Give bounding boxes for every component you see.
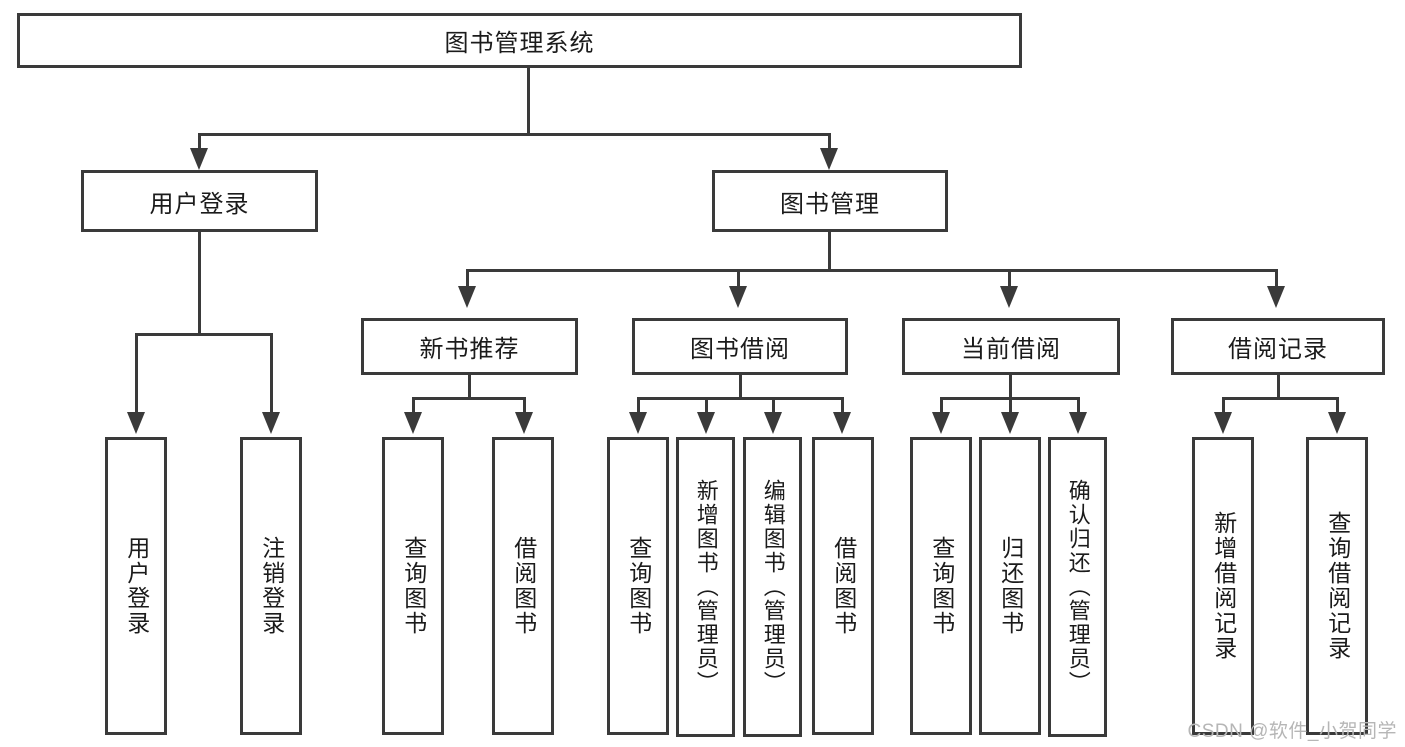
connector-to-book-manage: [828, 133, 831, 157]
leaf-current-query[interactable]: 查询图书: [910, 437, 972, 735]
connector-borrow-record-stem: [1277, 375, 1280, 400]
node-label: 图书借阅: [690, 336, 790, 363]
arrowhead-borrow-record-leaf2: [1328, 412, 1346, 434]
connector-borrow-record-bar: [1222, 397, 1339, 400]
arrowhead-to-borrow-record: [1267, 286, 1285, 308]
arrowhead-new-book-leaf1: [404, 412, 422, 434]
arrowhead-new-book-leaf2: [515, 412, 533, 434]
connector-current-borrow-leaf1: [940, 397, 943, 417]
node-current-borrow[interactable]: 当前借阅: [902, 318, 1120, 375]
arrowhead-book-borrow-leaf1: [629, 412, 647, 434]
node-label: 借阅记录: [1228, 336, 1328, 363]
connector-user-login-leaf2: [270, 333, 273, 417]
arrowhead-current-borrow-leaf2: [1001, 412, 1019, 434]
node-label: 用户登录: [123, 536, 150, 636]
node-label: 查询图书: [928, 536, 955, 636]
arrowhead-book-borrow-leaf3: [764, 412, 782, 434]
node-label: 借阅图书: [830, 536, 857, 636]
node-label: 当前借阅: [961, 336, 1061, 363]
leaf-book-add-admin[interactable]: 新增图书（管理员）: [676, 437, 735, 737]
node-new-book-recommend[interactable]: 新书推荐: [361, 318, 578, 375]
connector-root-stem: [527, 68, 530, 135]
node-label: 查询图书: [625, 536, 652, 636]
connector-to-borrow-record: [1275, 269, 1278, 293]
leaf-book-borrow-action[interactable]: 借阅图书: [812, 437, 874, 735]
node-label: 查询图书: [400, 536, 427, 636]
node-book-manage[interactable]: 图书管理: [712, 170, 948, 232]
arrowhead-book-borrow-leaf2: [697, 412, 715, 434]
connector-user-login-bar: [135, 333, 273, 336]
connector-new-book-leaf1: [412, 397, 415, 417]
leaf-new-book-query[interactable]: 查询图书: [382, 437, 444, 735]
node-label: 注销登录: [258, 536, 285, 636]
node-label: 编辑图书（管理员）: [760, 479, 786, 695]
connector-user-login-stem: [198, 232, 201, 336]
arrowhead-to-book-borrow: [729, 286, 747, 308]
node-label: 查询借阅记录: [1324, 511, 1351, 661]
connector-book-borrow-bar: [637, 397, 844, 400]
leaf-user-login[interactable]: 用户登录: [105, 437, 167, 735]
arrowhead-current-borrow-leaf3: [1069, 412, 1087, 434]
leaf-current-return[interactable]: 归还图书: [979, 437, 1041, 735]
node-label: 用户登录: [149, 190, 250, 218]
node-label: 新增借阅记录: [1210, 511, 1237, 661]
connector-book-borrow-leaf2: [705, 397, 708, 417]
arrowhead-to-user-login: [190, 148, 208, 170]
arrowhead-user-login-leaf2: [262, 412, 280, 434]
connector-borrow-record-leaf2: [1336, 397, 1339, 417]
connector-new-book-stem: [468, 375, 471, 400]
node-borrow-record[interactable]: 借阅记录: [1171, 318, 1385, 375]
leaf-confirm-return-admin[interactable]: 确认归还（管理员）: [1048, 437, 1107, 737]
connector-book-borrow-leaf3: [772, 397, 775, 417]
node-label: 图书管理: [780, 190, 880, 218]
connector-current-borrow-leaf2: [1009, 397, 1012, 417]
connector-user-login-leaf1: [135, 333, 138, 417]
leaf-book-edit-admin[interactable]: 编辑图书（管理员）: [743, 437, 802, 737]
arrowhead-book-borrow-leaf4: [833, 412, 851, 434]
connector-level2-bar: [198, 133, 831, 136]
leaf-book-borrow-query[interactable]: 查询图书: [607, 437, 669, 735]
connector-to-current-borrow: [1008, 269, 1011, 293]
connector-to-book-borrow: [737, 269, 740, 293]
arrowhead-current-borrow-leaf1: [932, 412, 950, 434]
node-label: 归还图书: [997, 536, 1024, 636]
arrowhead-to-book-manage: [820, 148, 838, 170]
node-root-system[interactable]: 图书管理系统: [17, 13, 1022, 68]
connector-borrow-record-leaf1: [1222, 397, 1225, 417]
connector-to-user-login: [198, 133, 201, 157]
node-book-borrow[interactable]: 图书借阅: [632, 318, 848, 375]
node-label: 新增图书（管理员）: [693, 479, 719, 695]
node-label: 确认归还（管理员）: [1065, 479, 1091, 695]
arrowhead-borrow-record-leaf1: [1214, 412, 1232, 434]
leaf-add-borrow-record[interactable]: 新增借阅记录: [1192, 437, 1254, 735]
connector-level3-bar: [466, 269, 1277, 272]
connector-book-manage-stem: [828, 232, 831, 272]
node-label: 新书推荐: [419, 336, 520, 363]
arrowhead-to-current-borrow: [1000, 286, 1018, 308]
node-user-login[interactable]: 用户登录: [81, 170, 318, 232]
arrowhead-to-new-book: [458, 286, 476, 308]
connector-book-borrow-leaf4: [841, 397, 844, 417]
leaf-user-logout[interactable]: 注销登录: [240, 437, 302, 735]
arrowhead-user-login-leaf1: [127, 412, 145, 434]
connector-book-borrow-stem: [739, 375, 742, 400]
node-label: 借阅图书: [510, 536, 537, 636]
connector-book-borrow-leaf1: [637, 397, 640, 417]
connector-new-book-leaf2: [523, 397, 526, 417]
connector-to-new-book: [466, 269, 469, 293]
leaf-query-borrow-record[interactable]: 查询借阅记录: [1306, 437, 1368, 735]
connector-current-borrow-leaf3: [1077, 397, 1080, 417]
node-label: 图书管理系统: [444, 30, 595, 57]
connector-new-book-bar: [412, 397, 526, 400]
leaf-new-book-borrow[interactable]: 借阅图书: [492, 437, 554, 735]
connector-current-borrow-stem: [1009, 375, 1012, 400]
